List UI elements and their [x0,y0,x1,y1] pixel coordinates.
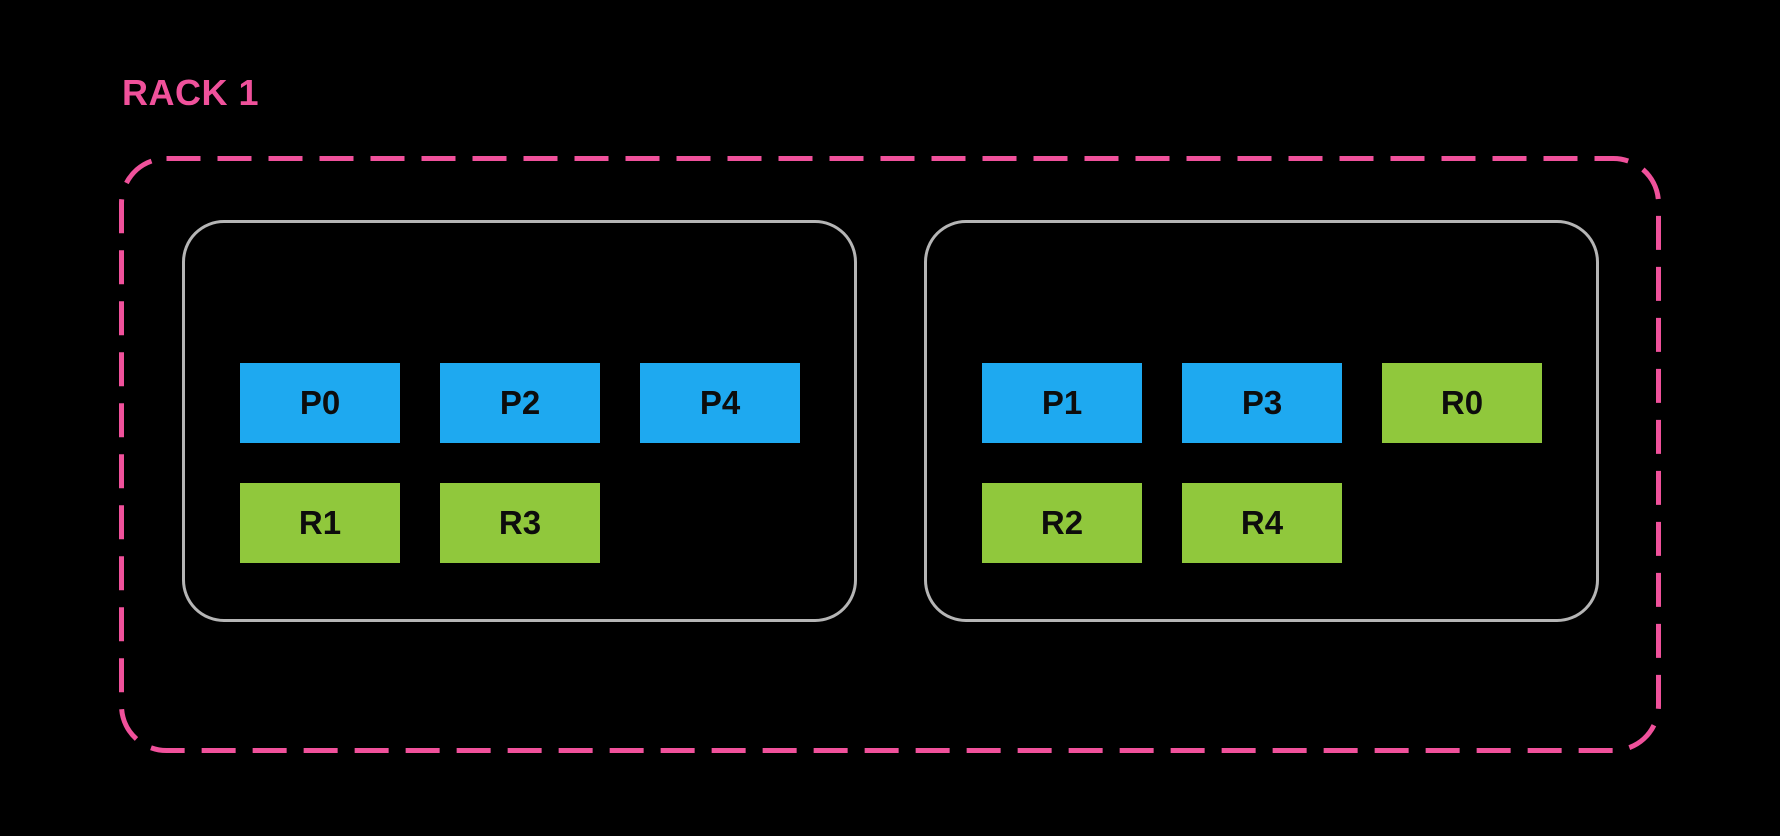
shard-box-p3: P3 [1182,363,1342,443]
shard-box-r3: R3 [440,483,600,563]
shard-box-r0: R0 [1382,363,1542,443]
rack-title: RACK 1 [122,72,260,113]
shard-box-p0: P0 [240,363,400,443]
shard-box-r4: R4 [1182,483,1342,563]
shard-box-r2: R2 [982,483,1142,563]
rack-dashed-border [119,156,1661,753]
shard-box-r1: R1 [240,483,400,563]
shard-box-p4: P4 [640,363,800,443]
shard-box-p1: P1 [982,363,1142,443]
shard-box-p2: P2 [440,363,600,443]
host-container-right: P1 P3 R0 R2 R4 [924,220,1599,622]
host-container-left: P0 P2 P4 R1 R3 [182,220,857,622]
